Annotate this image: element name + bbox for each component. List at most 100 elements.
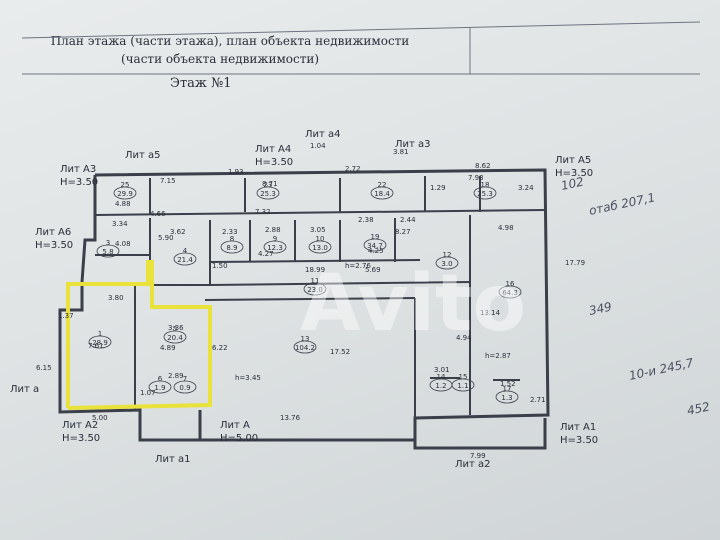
dimension-label: 4.89 <box>160 344 176 352</box>
dimension-label: 4.25 <box>368 247 384 255</box>
room-number: 15 <box>459 373 468 381</box>
dimension-label: 18.99 <box>305 266 325 274</box>
dimension-label: 3.01 <box>434 366 450 374</box>
dimension-label: 4.66 <box>150 210 166 218</box>
frame-top-line <box>21 21 701 39</box>
dimension-label: 1.52 <box>500 380 516 388</box>
room-area: 1.3 <box>501 394 512 402</box>
room-area: 23.0 <box>307 286 323 294</box>
room-area: 18.4 <box>374 190 390 198</box>
liter-label: Лит А6 <box>35 227 71 238</box>
plan-title: План этажа (части этажа), план объекта н… <box>50 34 410 48</box>
room-area-ellipse <box>498 285 522 299</box>
room-area: 29.9 <box>117 190 133 198</box>
dimension-label: 5.00 <box>92 414 108 422</box>
handwritten-note: 349 <box>588 299 613 317</box>
dimension-label: 3.62 <box>170 228 186 236</box>
room-area-ellipse <box>163 330 187 344</box>
room-area: 25.3 <box>260 190 276 198</box>
room-area: 64.3 <box>502 289 518 297</box>
dimension-label: 7.15 <box>160 177 176 185</box>
dimension-label: 13.14 <box>480 309 501 317</box>
dimension-label: 2.88 <box>265 226 281 234</box>
dimension-label: 7.93 <box>468 174 484 182</box>
room-area-ellipse <box>220 240 244 254</box>
room-area: 12.3 <box>267 244 283 252</box>
dimension-label: 7.32 <box>255 208 271 216</box>
liter-height: H=3.50 <box>255 157 293 168</box>
room-number: 3 <box>106 239 110 247</box>
room-number: 18 <box>481 181 490 189</box>
room-area: 5.8 <box>102 248 113 256</box>
dimension-label: 3.81 <box>393 148 409 156</box>
room-area: 20.4 <box>167 334 183 342</box>
watermark-logo: Avito <box>300 259 526 349</box>
dimension-label: h=2.76 <box>345 262 371 270</box>
room-area-ellipse <box>293 340 317 354</box>
dimension-label: 7.61 <box>88 342 104 350</box>
room-area-ellipse <box>88 335 112 349</box>
room-area: 0.9 <box>179 384 190 392</box>
liter-label: Лит а3 <box>395 139 431 150</box>
handwritten-note: 102 <box>560 174 585 192</box>
liter-height: H=3.50 <box>60 177 98 188</box>
room-area: 1.2 <box>435 382 446 390</box>
room-area: 13.0 <box>312 244 328 252</box>
dimension-label: 17.52 <box>330 348 350 356</box>
dimension-label: h=2.87 <box>485 352 511 360</box>
dimension-label: 2.38 <box>358 216 374 224</box>
highlighted-unit-outline <box>66 260 212 410</box>
room-area-ellipse <box>495 390 519 404</box>
room-area-ellipse <box>263 240 287 254</box>
dimension-label: 13.76 <box>280 414 301 422</box>
room-number: 22 <box>378 181 387 189</box>
plan-subtitle: (части объекта недвижимости) <box>120 52 320 66</box>
dimension-label: h=3.45 <box>235 374 261 382</box>
room-area-ellipse <box>173 252 197 266</box>
dimension-label: 2.44 <box>400 216 416 224</box>
dimension-label: 6.22 <box>212 344 228 352</box>
room-area: 21.4 <box>177 256 193 264</box>
liter-height: H=5.00 <box>220 433 258 444</box>
room-number: 11 <box>311 277 320 285</box>
handwritten-note: 452 <box>686 399 711 417</box>
room-area-ellipse <box>370 186 394 200</box>
liter-height: H=3.50 <box>555 168 593 179</box>
liter-label: Лит а5 <box>125 150 161 161</box>
dimension-label: 1.04 <box>310 142 326 150</box>
liter-label: Лит А5 <box>555 155 591 166</box>
dimension-label: 3.05 <box>310 226 326 234</box>
dimension-label: 17.79 <box>565 259 585 267</box>
room-area: 1.9 <box>154 384 165 392</box>
dimension-label: 2.72 <box>345 165 361 173</box>
room-area: 3.0 <box>441 260 452 268</box>
room-area-ellipse <box>363 238 387 252</box>
room-area-ellipse <box>173 380 197 394</box>
liter-height: H=3.50 <box>35 240 73 251</box>
room-area-ellipse <box>473 186 497 200</box>
dimension-label: 4.98 <box>498 224 514 232</box>
liter-height: H=3.50 <box>62 433 100 444</box>
room-number: 17 <box>503 385 512 393</box>
dimension-label: 1.50 <box>212 262 228 270</box>
dimension-label: 2.89 <box>168 372 184 380</box>
floor-label: Этаж №1 <box>170 76 232 91</box>
inner-walls <box>82 176 546 418</box>
liter-label: Лит а <box>10 384 39 395</box>
room-number: 10 <box>316 235 325 243</box>
dimension-label: 1.37 <box>58 312 74 320</box>
room-number: 9 <box>273 235 277 243</box>
liter-label: Лит а1 <box>155 454 191 465</box>
dimension-label: 8.71 <box>262 180 278 188</box>
handwritten-note: 10-и 245,7 <box>628 356 695 383</box>
room-number: 1 <box>98 330 102 338</box>
room-area: 25.3 <box>477 190 493 198</box>
room-number: 14 <box>437 373 446 381</box>
dimension-label: 7.99 <box>470 452 486 460</box>
liter-label: Лит А <box>220 420 250 431</box>
liter-label: Лит а2 <box>455 459 491 470</box>
room-number: 25 <box>121 181 130 189</box>
room-number: 16 <box>506 280 515 288</box>
